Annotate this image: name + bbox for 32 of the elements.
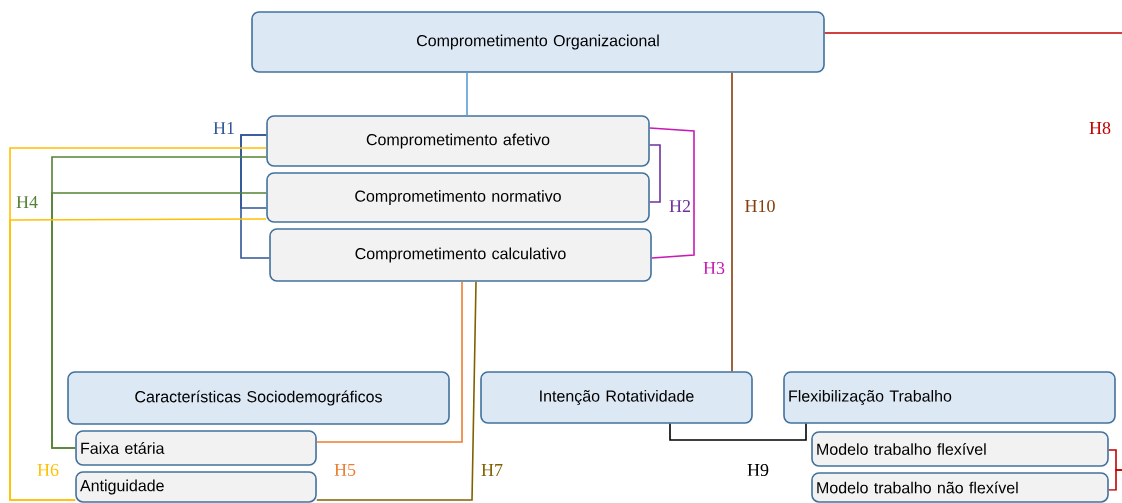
connector-line <box>240 134 270 259</box>
category-box: Intenção Rotatividade <box>480 371 753 424</box>
connector-line <box>466 72 468 116</box>
connector-line <box>316 281 463 443</box>
edge-label: H3 <box>702 260 726 276</box>
item-box: Modelo trabalho flexível <box>811 431 1109 467</box>
edge-label: H5 <box>333 463 357 477</box>
connector-line <box>1108 469 1122 491</box>
connector-line <box>649 127 695 259</box>
connector-line <box>649 144 661 203</box>
category-box: Características Sociodemográficos <box>67 371 450 425</box>
connector-line <box>731 72 733 372</box>
connector-line <box>824 32 1122 34</box>
connector-line <box>9 218 267 501</box>
edge-label: H2 <box>668 199 692 213</box>
edge-label: H10 <box>743 198 777 214</box>
item-box: Comprometimento normativo <box>266 172 650 223</box>
edge-label: H9 <box>746 462 770 478</box>
edge-label: H6 <box>36 462 60 478</box>
item-box: Comprometimento calculativo <box>269 228 652 282</box>
edge-label: H1 <box>212 121 236 135</box>
item-box: Modelo trabalho não flexível <box>811 472 1109 503</box>
edge-label: H8 <box>1088 120 1112 136</box>
category-box: Comprometimento Organizacional <box>251 11 825 73</box>
item-box: Faixa etária <box>75 430 317 466</box>
item-box: Comprometimento afetivo <box>266 115 650 167</box>
category-box: Flexibilização Trabalho <box>783 371 1116 424</box>
edge-label: H4 <box>15 195 39 209</box>
item-box: Antiguidade <box>75 471 317 503</box>
connector-line <box>316 281 477 501</box>
connector-line <box>669 423 807 441</box>
edge-label: H7 <box>480 463 504 477</box>
